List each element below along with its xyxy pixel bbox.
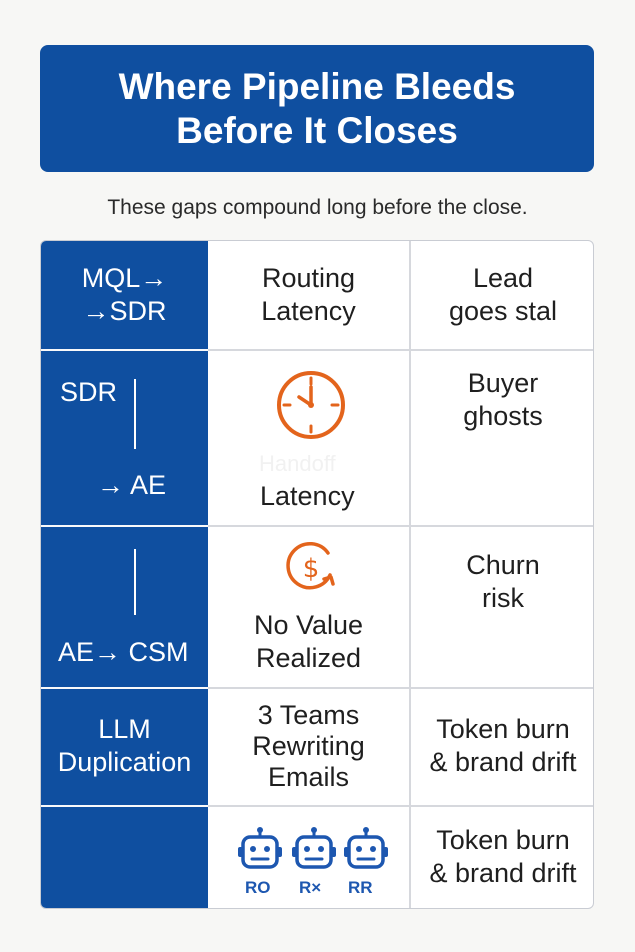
title-line-1: Where Pipeline Bleeds	[118, 65, 516, 107]
stage-cell: MQL→ →SDR	[41, 241, 208, 349]
impact-label: risk	[482, 583, 524, 613]
impact-label: & brand drift	[429, 747, 577, 777]
robot-icon	[237, 827, 283, 875]
impact-label: & brand drift	[429, 858, 577, 888]
stage-row-divider	[41, 525, 208, 527]
row-divider	[41, 349, 593, 351]
stage-label: SDR	[60, 377, 118, 407]
gap-label: No Value	[253, 610, 364, 640]
clock-icon	[275, 369, 347, 441]
stage-label: →SDR	[82, 296, 167, 326]
stage-cell	[41, 805, 208, 908]
impact-label: Buyer	[467, 368, 539, 398]
impact-cell: Token burn & brand drift	[411, 687, 593, 805]
gap-label: Realized	[255, 643, 362, 673]
stage-row-divider	[41, 349, 208, 351]
impact-cell: Churn risk	[411, 549, 593, 621]
stage-label: Duplication	[57, 747, 192, 777]
dollar-cycle-icon: $	[282, 537, 342, 597]
subtitle: These gaps compound long before the clos…	[107, 196, 528, 219]
page-title: Where Pipeline Bleeds Before It Closes	[77, 65, 557, 153]
stage-connector	[134, 379, 136, 449]
robot-icon	[291, 827, 337, 875]
row-divider	[41, 805, 593, 807]
gap-label: Latency	[260, 481, 355, 511]
impact-cell: Buyer ghosts	[411, 367, 593, 447]
stage-label: LLM	[98, 714, 151, 744]
stage-label: AE→ CSM	[58, 637, 189, 667]
gap-label: Emails	[267, 761, 349, 792]
row-divider	[41, 687, 593, 689]
gap-label: Rewriting	[252, 730, 365, 761]
robot-label: R×	[299, 878, 322, 897]
stage-label: → AE	[97, 470, 167, 500]
impact-label: Token burn	[436, 714, 570, 744]
impact-label: Churn	[466, 550, 540, 580]
gap-cell: Routing Latency	[208, 241, 409, 349]
impact-cell: Token burn & brand drift	[411, 805, 593, 908]
gap-label: Routing	[261, 263, 356, 293]
stage-cell: LLM Duplication	[41, 687, 208, 805]
gap-cell: No Value Realized	[208, 607, 409, 677]
gap-cell: 3 Teams Rewriting Emails	[208, 687, 409, 805]
title-line-2: Before It Closes	[176, 109, 458, 151]
stage-column	[41, 241, 208, 908]
stage-row-divider	[41, 687, 208, 689]
column-divider	[409, 241, 411, 908]
svg-text:$: $	[303, 554, 320, 584]
impact-label: goes stal	[448, 296, 558, 326]
impact-label: Lead	[472, 263, 534, 293]
stage-row-divider	[41, 805, 208, 807]
impact-cell: Lead goes stal	[411, 241, 593, 349]
gap-label: Latency	[261, 296, 356, 326]
impact-label: Token burn	[436, 825, 570, 855]
pipeline-gap-table: MQL→ →SDR Routing Latency Lead goes stal…	[40, 240, 594, 909]
robot-icon	[343, 827, 389, 875]
robot-label: RO	[245, 878, 271, 897]
gap-label: 3 Teams	[257, 699, 360, 730]
stage-label: MQL→	[81, 263, 168, 293]
robot-label: RR	[348, 878, 373, 897]
stage-connector	[134, 549, 136, 615]
row-divider	[41, 525, 593, 527]
gap-faded-label: Handoff	[259, 451, 336, 476]
title-banner: Where Pipeline Bleeds Before It Closes	[40, 45, 594, 172]
impact-label: ghosts	[463, 401, 543, 431]
